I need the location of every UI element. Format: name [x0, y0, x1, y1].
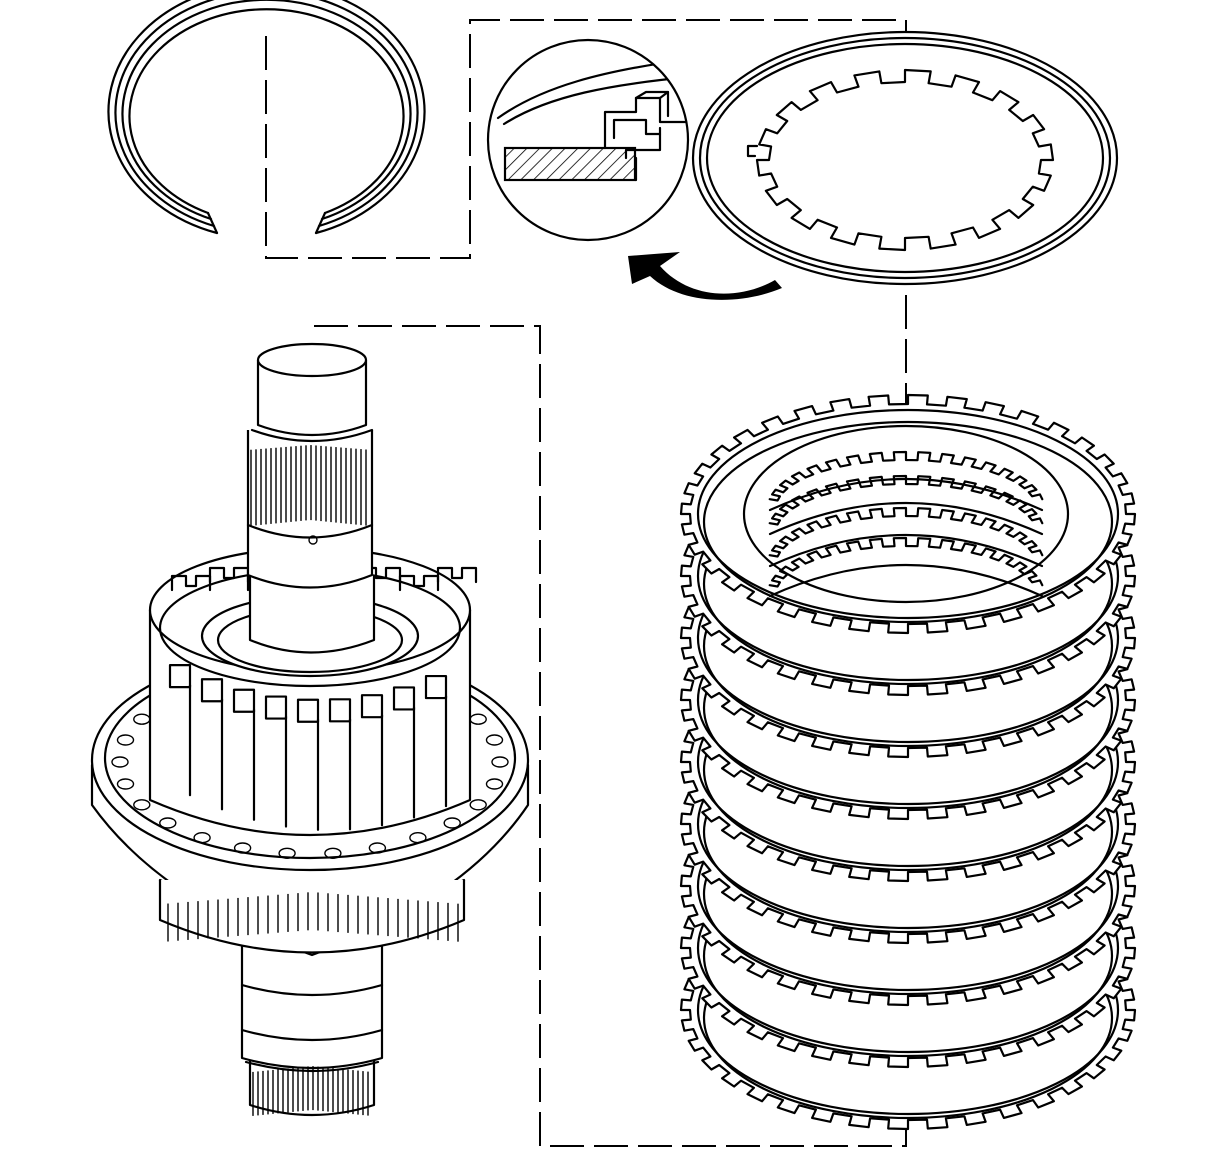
- inner-lug-ring: [755, 68, 1055, 252]
- basket-slot: [168, 664, 192, 689]
- inner-plate-arc: [768, 501, 1044, 536]
- basket-slot: [296, 698, 320, 723]
- basket-slot: [264, 695, 288, 720]
- inner-plate-teeth: [768, 536, 1044, 588]
- housing-holes: [111, 695, 509, 859]
- housing-splines: [167, 892, 459, 942]
- housing-hole: [469, 799, 487, 811]
- upper-shaft-splines: [250, 445, 367, 526]
- basket-slot: [200, 678, 224, 703]
- plate-face: [702, 420, 1114, 624]
- housing-hole: [485, 734, 504, 746]
- inner-plate-arc: [768, 533, 1044, 568]
- inner-plate-teeth: [768, 450, 1044, 502]
- housing-hole: [233, 842, 252, 854]
- snap-ring: [107, 0, 426, 235]
- housing-hole: [491, 756, 509, 768]
- backing-plate-inner-lugs: [755, 68, 1055, 252]
- basket-slots: [168, 566, 478, 831]
- plate-edge: [696, 408, 1120, 620]
- lower-shaft: [240, 940, 384, 1117]
- upper-shaft: [246, 342, 376, 654]
- basket-slot: [232, 688, 256, 713]
- installation-arrow-icon: [628, 252, 782, 300]
- basket-top-tab: [436, 566, 478, 584]
- inner-plate-teeth: [768, 506, 1044, 558]
- housing-hole: [324, 847, 342, 859]
- housing-hole: [485, 778, 504, 790]
- lower-gear-splines: [252, 1066, 369, 1116]
- housing-hole: [159, 817, 177, 829]
- backing-plate: [691, 30, 1119, 286]
- clutch-plate: [679, 393, 1137, 635]
- basket-top-tab: [208, 566, 250, 584]
- housing-hole: [368, 842, 387, 854]
- housing-hole: [133, 799, 151, 811]
- housing-hole: [116, 778, 135, 790]
- basket-top-tab: [398, 574, 440, 592]
- basket-slot: [328, 698, 352, 723]
- housing-hole: [116, 734, 135, 746]
- housing-hole: [278, 847, 296, 859]
- housing-hole: [443, 817, 461, 829]
- input-shaft-housing-assembly: [90, 342, 530, 1117]
- basket-top-tab: [170, 574, 212, 592]
- basket-slot: [360, 694, 384, 719]
- inner-plate-teeth: [768, 474, 1044, 526]
- housing-hole: [111, 756, 129, 768]
- inner-plate-arc: [768, 563, 1044, 598]
- clutch-plate-stack: [679, 393, 1137, 1131]
- housing-hole: [409, 832, 427, 844]
- housing-hole: [193, 832, 211, 844]
- backing-plate-detail-view: [486, 38, 690, 242]
- basket-slot: [424, 674, 448, 700]
- basket-slot: [392, 686, 416, 711]
